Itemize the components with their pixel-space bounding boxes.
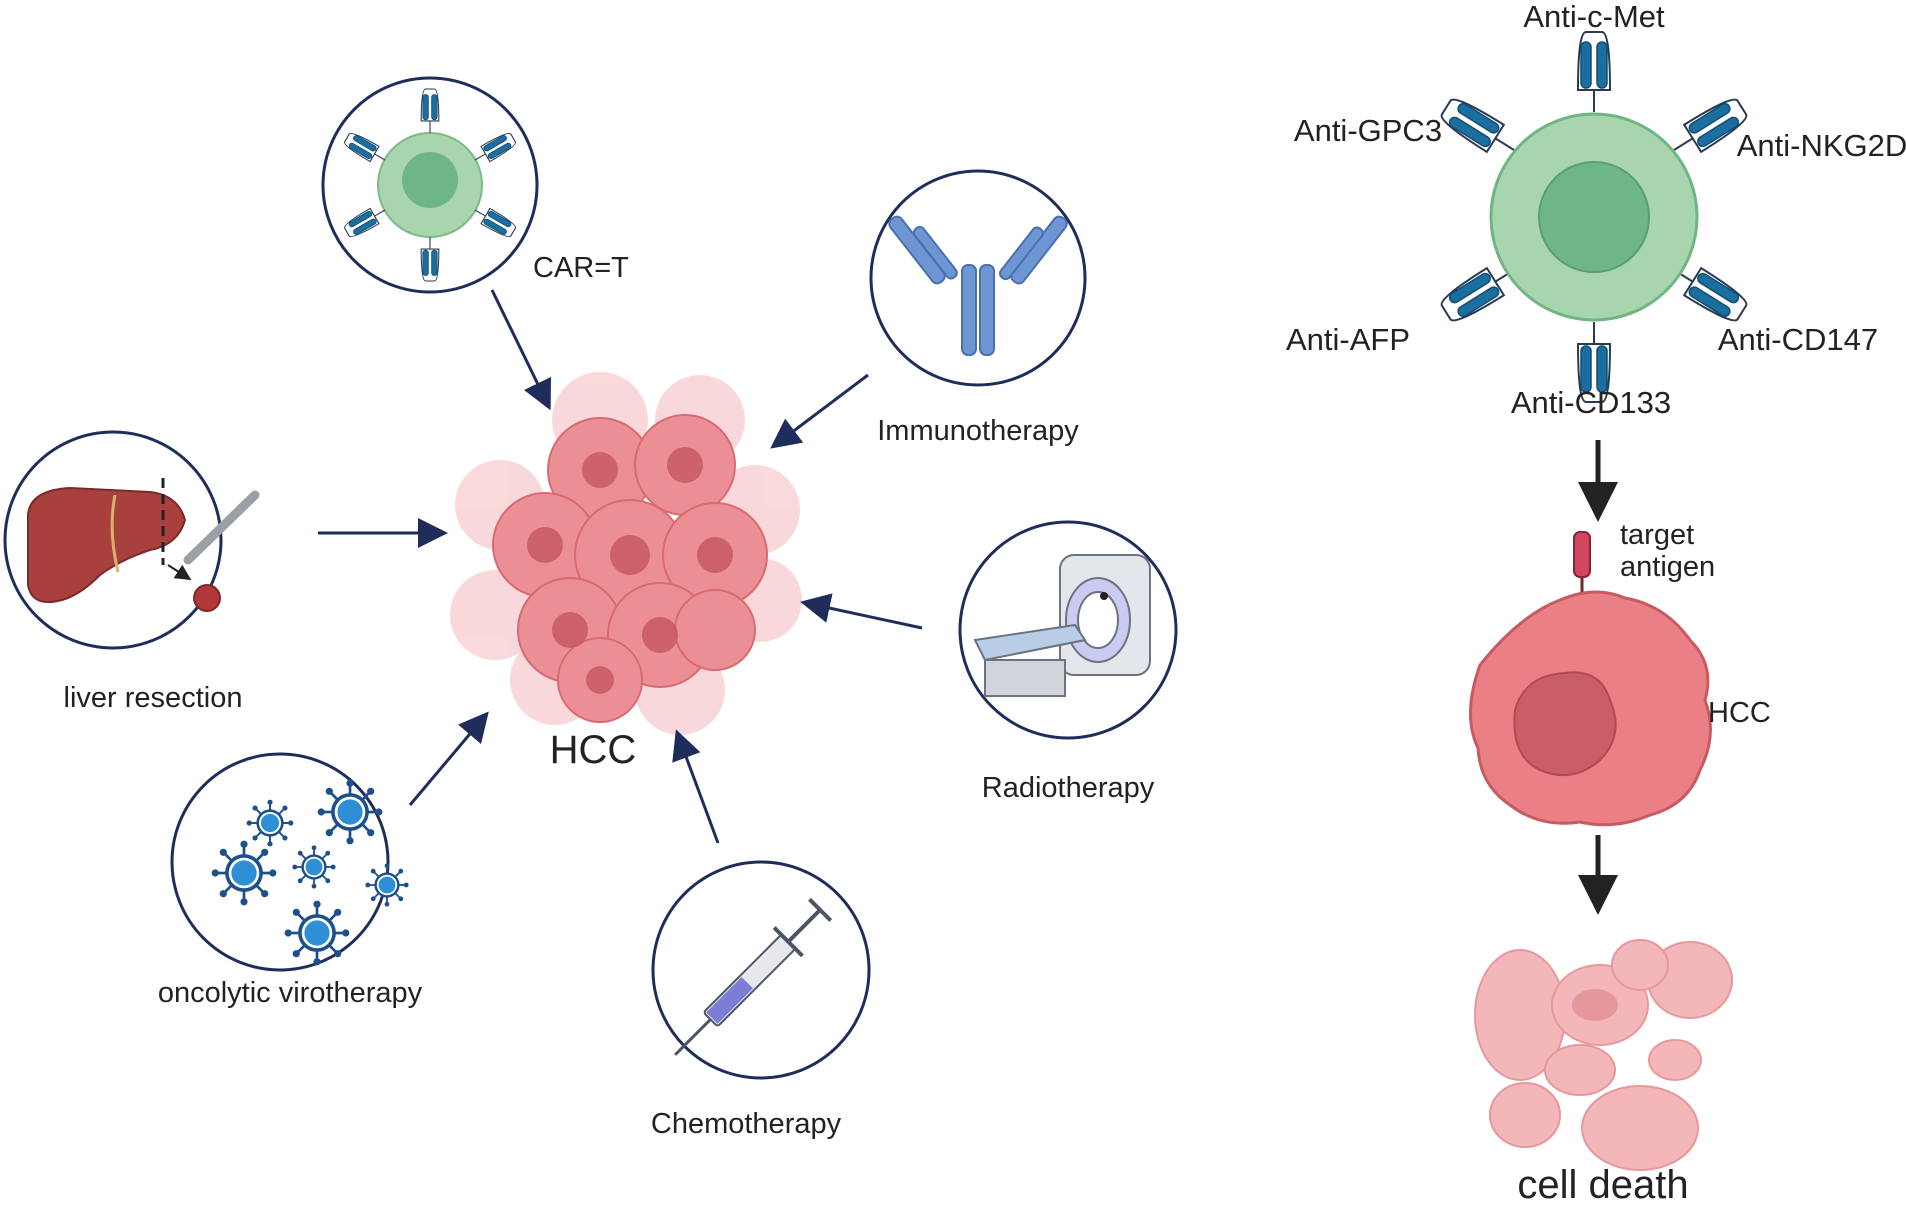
syringe-icon <box>674 897 833 1056</box>
immunotherapy-label: Immunotherapy <box>877 415 1079 447</box>
radiotherapy-label: Radiotherapy <box>982 772 1155 804</box>
cell-death-label: cell death <box>1517 1163 1688 1207</box>
hcc-tumor-cell <box>1469 590 1712 827</box>
immunotherapy-circle <box>869 169 1087 387</box>
anti-cd147-label: Anti-CD147 <box>1718 322 1878 357</box>
scalpel-icon <box>183 490 260 565</box>
receptor-c-met <box>1577 31 1611 113</box>
virus-icon <box>364 862 410 908</box>
cell-death-fragments <box>1474 939 1733 1171</box>
arrow-car-t <box>490 289 551 411</box>
hcc-tumor-cluster <box>450 372 802 735</box>
chemotherapy-circle <box>651 860 871 1080</box>
anti-gpc3-label: Anti-GPC3 <box>1294 113 1442 148</box>
target-antigen-label-2: antigen <box>1620 551 1715 583</box>
arrow-chemotherapy <box>672 729 720 844</box>
anti-cd133-label: Anti-CD133 <box>1511 385 1671 420</box>
virus-icon <box>316 778 384 846</box>
chemotherapy-label: Chemotherapy <box>651 1108 842 1140</box>
virus-icon <box>291 844 337 890</box>
anti-c-met-label: Anti-c-Met <box>1523 0 1665 34</box>
oncolytic-virotherapy-circle <box>170 752 410 972</box>
mri-scanner-icon <box>973 554 1151 697</box>
car-t-label: CAR=T <box>533 252 629 284</box>
arrow-radiotherapy <box>800 593 923 630</box>
radiotherapy-circle <box>958 520 1178 740</box>
car-t-cell-detail <box>1436 31 1752 403</box>
antibody-icon <box>888 215 1068 356</box>
hcc-center-label: HCC <box>550 728 637 772</box>
anti-afp-label: Anti-AFP <box>1286 322 1410 357</box>
car-t-circle <box>321 76 539 294</box>
arrow-immunotherapy <box>770 373 869 449</box>
virus-icon <box>245 798 295 848</box>
receptor-gpc3 <box>1436 93 1524 165</box>
virus-icon <box>283 899 351 967</box>
liver-resection-label: liver resection <box>64 682 243 714</box>
target-antigen-label-1: target <box>1620 519 1694 551</box>
liver-resection-circle <box>3 430 260 650</box>
liver-icon <box>27 486 187 604</box>
virus-icon <box>210 839 278 907</box>
anti-nkg2d-label: Anti-NKG2D <box>1737 128 1906 163</box>
hcc-cell-label: HCC <box>1708 697 1771 729</box>
oncolytic-virotherapy-label: oncolytic virotherapy <box>158 977 423 1009</box>
arrow-oncolytic-virotherapy <box>408 711 489 806</box>
